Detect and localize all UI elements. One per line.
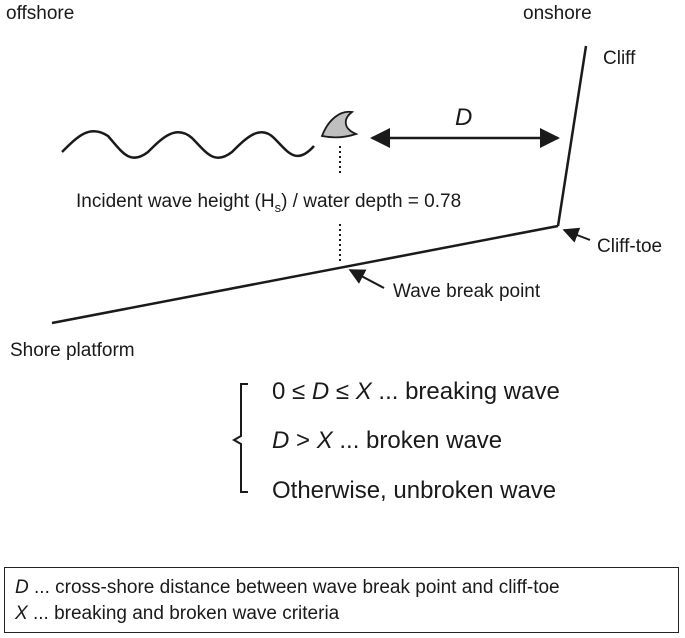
cliff-line <box>556 45 588 227</box>
breaking-wave-crest-icon <box>320 110 359 139</box>
legend-item-x: X ... breaking and broken wave criteria <box>15 604 339 623</box>
criterion-broken-x: X <box>316 427 333 454</box>
wave-ratio-label: Incident wave height (Hs) / water depth … <box>76 192 461 214</box>
diagram-canvas <box>51 45 591 493</box>
onshore-label: onshore <box>523 3 592 24</box>
cliff-toe-label: Cliff-toe <box>597 236 663 257</box>
wave-break-point-label: Wave break point <box>393 281 541 302</box>
criterion-breaking-pre: 0 ≤ <box>272 378 312 405</box>
wave-ratio-subscript: s <box>274 199 282 215</box>
shore-platform-label: Shore platform <box>10 340 135 361</box>
legend-text-x: ... breaking and broken wave criteria <box>27 603 340 624</box>
criterion-breaking-mid: ≤ <box>329 378 356 405</box>
cliff-toe-arrow <box>562 227 591 243</box>
shore-platform-line <box>51 224 559 325</box>
criterion-breaking-d: D <box>311 378 330 405</box>
offshore-label: offshore <box>6 3 75 24</box>
criterion-broken-mid: > <box>289 427 317 454</box>
criteria-bracket <box>231 383 248 493</box>
cliff-label: Cliff <box>603 48 636 69</box>
criterion-broken-d: D <box>272 427 290 454</box>
wave-ratio-suffix: ) / water depth = 0.78 <box>281 191 462 212</box>
distance-label: D <box>455 104 473 131</box>
wave-break-point-arrow <box>348 269 385 289</box>
criterion-breaking-x: X <box>355 378 372 405</box>
wave-ratio-prefix: Incident wave height (H <box>76 191 275 212</box>
criterion-breaking-post: ... breaking wave <box>371 378 560 405</box>
criterion-broken: D > X ... broken wave <box>272 429 502 453</box>
criterion-broken-post: ... broken wave <box>332 427 503 454</box>
legend-symbol-d: D <box>15 577 29 598</box>
criterion-unbroken: Otherwise, unbroken wave <box>272 477 557 504</box>
legend-symbol-x: X <box>15 603 28 624</box>
legend-item-d: D ... cross-shore distance between wave … <box>15 578 560 597</box>
incident-wave <box>61 129 315 159</box>
legend-text-d: ... cross-shore distance between wave br… <box>28 577 560 598</box>
criterion-breaking: 0 ≤ D ≤ X ... breaking wave <box>272 380 560 404</box>
legend-box: D ... cross-shore distance between wave … <box>4 567 679 633</box>
